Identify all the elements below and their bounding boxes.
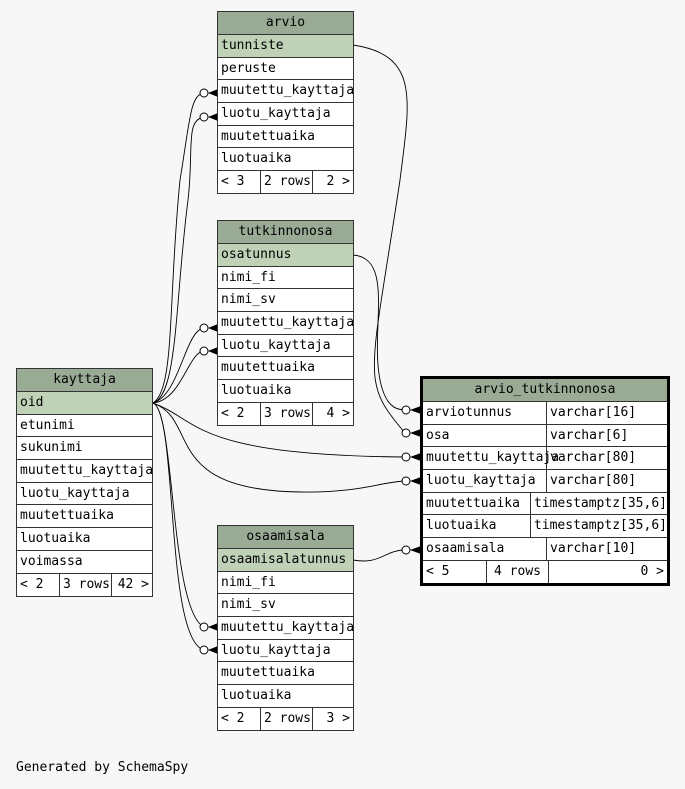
column-row[interactable]: luotuaika timestamptz[35,6] [423, 515, 667, 539]
column-name: luotu_kayttaja [423, 470, 547, 492]
column-name: muutettu_kayttaja [423, 447, 559, 470]
column-name: luotuaika [423, 515, 531, 538]
parents-count[interactable]: < 2 [218, 402, 261, 425]
column-row[interactable]: muutettuaika [17, 505, 152, 529]
table-osaamisala[interactable]: osaamisala osaamisalatunnus nimi_fi nimi… [217, 525, 354, 731]
column-type: varchar[10] [550, 541, 637, 557]
column-row[interactable]: nimi_sv [218, 594, 353, 618]
row-count: 2 rows [261, 707, 313, 730]
column-row[interactable]: muutettuaika [218, 357, 353, 381]
column-row[interactable]: oid [17, 392, 152, 415]
column-row[interactable]: luotu_kayttaja [218, 335, 353, 358]
column-type: varchar[80] [550, 450, 637, 466]
column-row[interactable]: osaamisalatunnus [218, 549, 353, 572]
children-count[interactable]: 4 > [326, 405, 350, 421]
table-title: arvio [218, 12, 353, 35]
column-row[interactable]: muutettu_kayttaja [218, 312, 354, 335]
table-footer: < 2 3 rows 42 > [17, 573, 152, 596]
fk-line-tutk-luotu [152, 350, 205, 404]
column-row[interactable]: osaamisala varchar[10] [423, 538, 667, 561]
table-kayttaja[interactable]: kayttaja oid etunimi sukunimi muutettu_k… [16, 368, 153, 597]
fk-line-at-osaamisala [352, 549, 406, 562]
column-row[interactable]: luotuaika [218, 685, 353, 708]
column-row[interactable]: tunniste [218, 35, 353, 58]
row-count: 3 rows [261, 402, 313, 425]
column-row[interactable]: nimi_fi [218, 572, 353, 595]
column-name: muutettuaika [423, 492, 531, 515]
column-row[interactable]: voimassa [17, 551, 152, 574]
children-count[interactable]: 2 > [326, 174, 350, 190]
fk-line-osaam-muutettu [152, 402, 205, 628]
column-row[interactable]: luotu_kayttaja varchar[80] [423, 470, 667, 493]
column-type: varchar[6] [550, 427, 629, 443]
parents-count[interactable]: < 3 [218, 171, 261, 194]
column-row[interactable]: etunimi [17, 415, 152, 438]
fk-line-at-arvio [352, 44, 408, 434]
fk-line-at-osa [352, 254, 406, 411]
generated-by-credit: Generated by SchemaSpy [16, 760, 189, 775]
row-count: 4 rows [487, 560, 549, 583]
column-row[interactable]: luotuaika [218, 148, 353, 172]
column-row[interactable]: muutettuaika timestamptz[35,6] [423, 492, 667, 516]
column-row[interactable]: peruste [218, 58, 353, 81]
table-footer: < 2 2 rows 3 > [218, 707, 353, 730]
column-row[interactable]: muutettuaika [218, 662, 353, 686]
column-row[interactable]: muutettu_kayttaja [17, 460, 153, 483]
table-title: kayttaja [17, 369, 152, 392]
column-row[interactable]: osatunnus [218, 244, 353, 267]
table-title: osaamisala [218, 526, 353, 549]
table-arvio[interactable]: arvio tunniste peruste muutettu_kayttaja… [217, 11, 354, 195]
column-type: varchar[80] [550, 473, 637, 489]
table-tutkinnonosa[interactable]: tutkinnonosa osatunnus nimi_fi nimi_sv m… [217, 220, 354, 426]
fk-line-arvio-luotu [152, 116, 205, 404]
children-count[interactable]: 0 > [640, 563, 664, 579]
column-row[interactable]: sukunimi [17, 437, 152, 461]
children-count[interactable]: 3 > [326, 710, 350, 726]
column-type: timestamptz[35,6] [533, 495, 667, 511]
children-count[interactable]: 42 > [117, 576, 149, 592]
column-row[interactable]: arviotunnus varchar[16] [423, 402, 667, 425]
column-type: timestamptz[35,6] [533, 518, 667, 534]
column-row[interactable]: muutettuaika [218, 126, 353, 149]
row-count: 3 rows [60, 573, 112, 596]
fk-line-osaam-luotu [152, 402, 205, 651]
column-row[interactable]: nimi_sv [218, 289, 353, 313]
column-row[interactable]: luotuaika [218, 380, 353, 403]
table-footer: < 5 4 rows 0 > [423, 560, 667, 583]
column-row[interactable]: muutettu_kayttaja [218, 80, 354, 104]
column-name: osaamisala [423, 538, 547, 560]
column-row[interactable]: muutettu_kayttaja [218, 617, 354, 640]
column-name: osa [423, 424, 547, 447]
parents-count[interactable]: < 5 [423, 560, 487, 583]
parents-count[interactable]: < 2 [17, 573, 60, 596]
table-footer: < 2 3 rows 4 > [218, 402, 353, 425]
table-arvio-tutkinnonosa[interactable]: arvio_tutkinnonosa arviotunnus varchar[1… [420, 376, 670, 586]
column-row[interactable]: osa varchar[6] [423, 424, 667, 448]
column-name: arviotunnus [423, 402, 547, 424]
row-count: 2 rows [261, 171, 313, 194]
column-row[interactable]: luotu_kayttaja [218, 103, 353, 126]
column-row[interactable]: muutettu_kayttaja varchar[80] [423, 447, 667, 471]
column-row[interactable]: nimi_fi [218, 267, 353, 290]
column-row[interactable]: luotu_kayttaja [17, 483, 152, 506]
table-footer: < 3 2 rows 2 > [218, 171, 353, 194]
fk-line-arvio-muutettu [152, 92, 205, 404]
column-row[interactable]: luotuaika [17, 528, 152, 551]
table-title: arvio_tutkinnonosa [423, 379, 667, 402]
parents-count[interactable]: < 2 [218, 707, 261, 730]
column-row[interactable]: luotu_kayttaja [218, 640, 353, 663]
table-title: tutkinnonosa [218, 221, 353, 244]
column-type: varchar[16] [550, 405, 637, 420]
fk-line-tutk-muutettu [152, 327, 205, 404]
